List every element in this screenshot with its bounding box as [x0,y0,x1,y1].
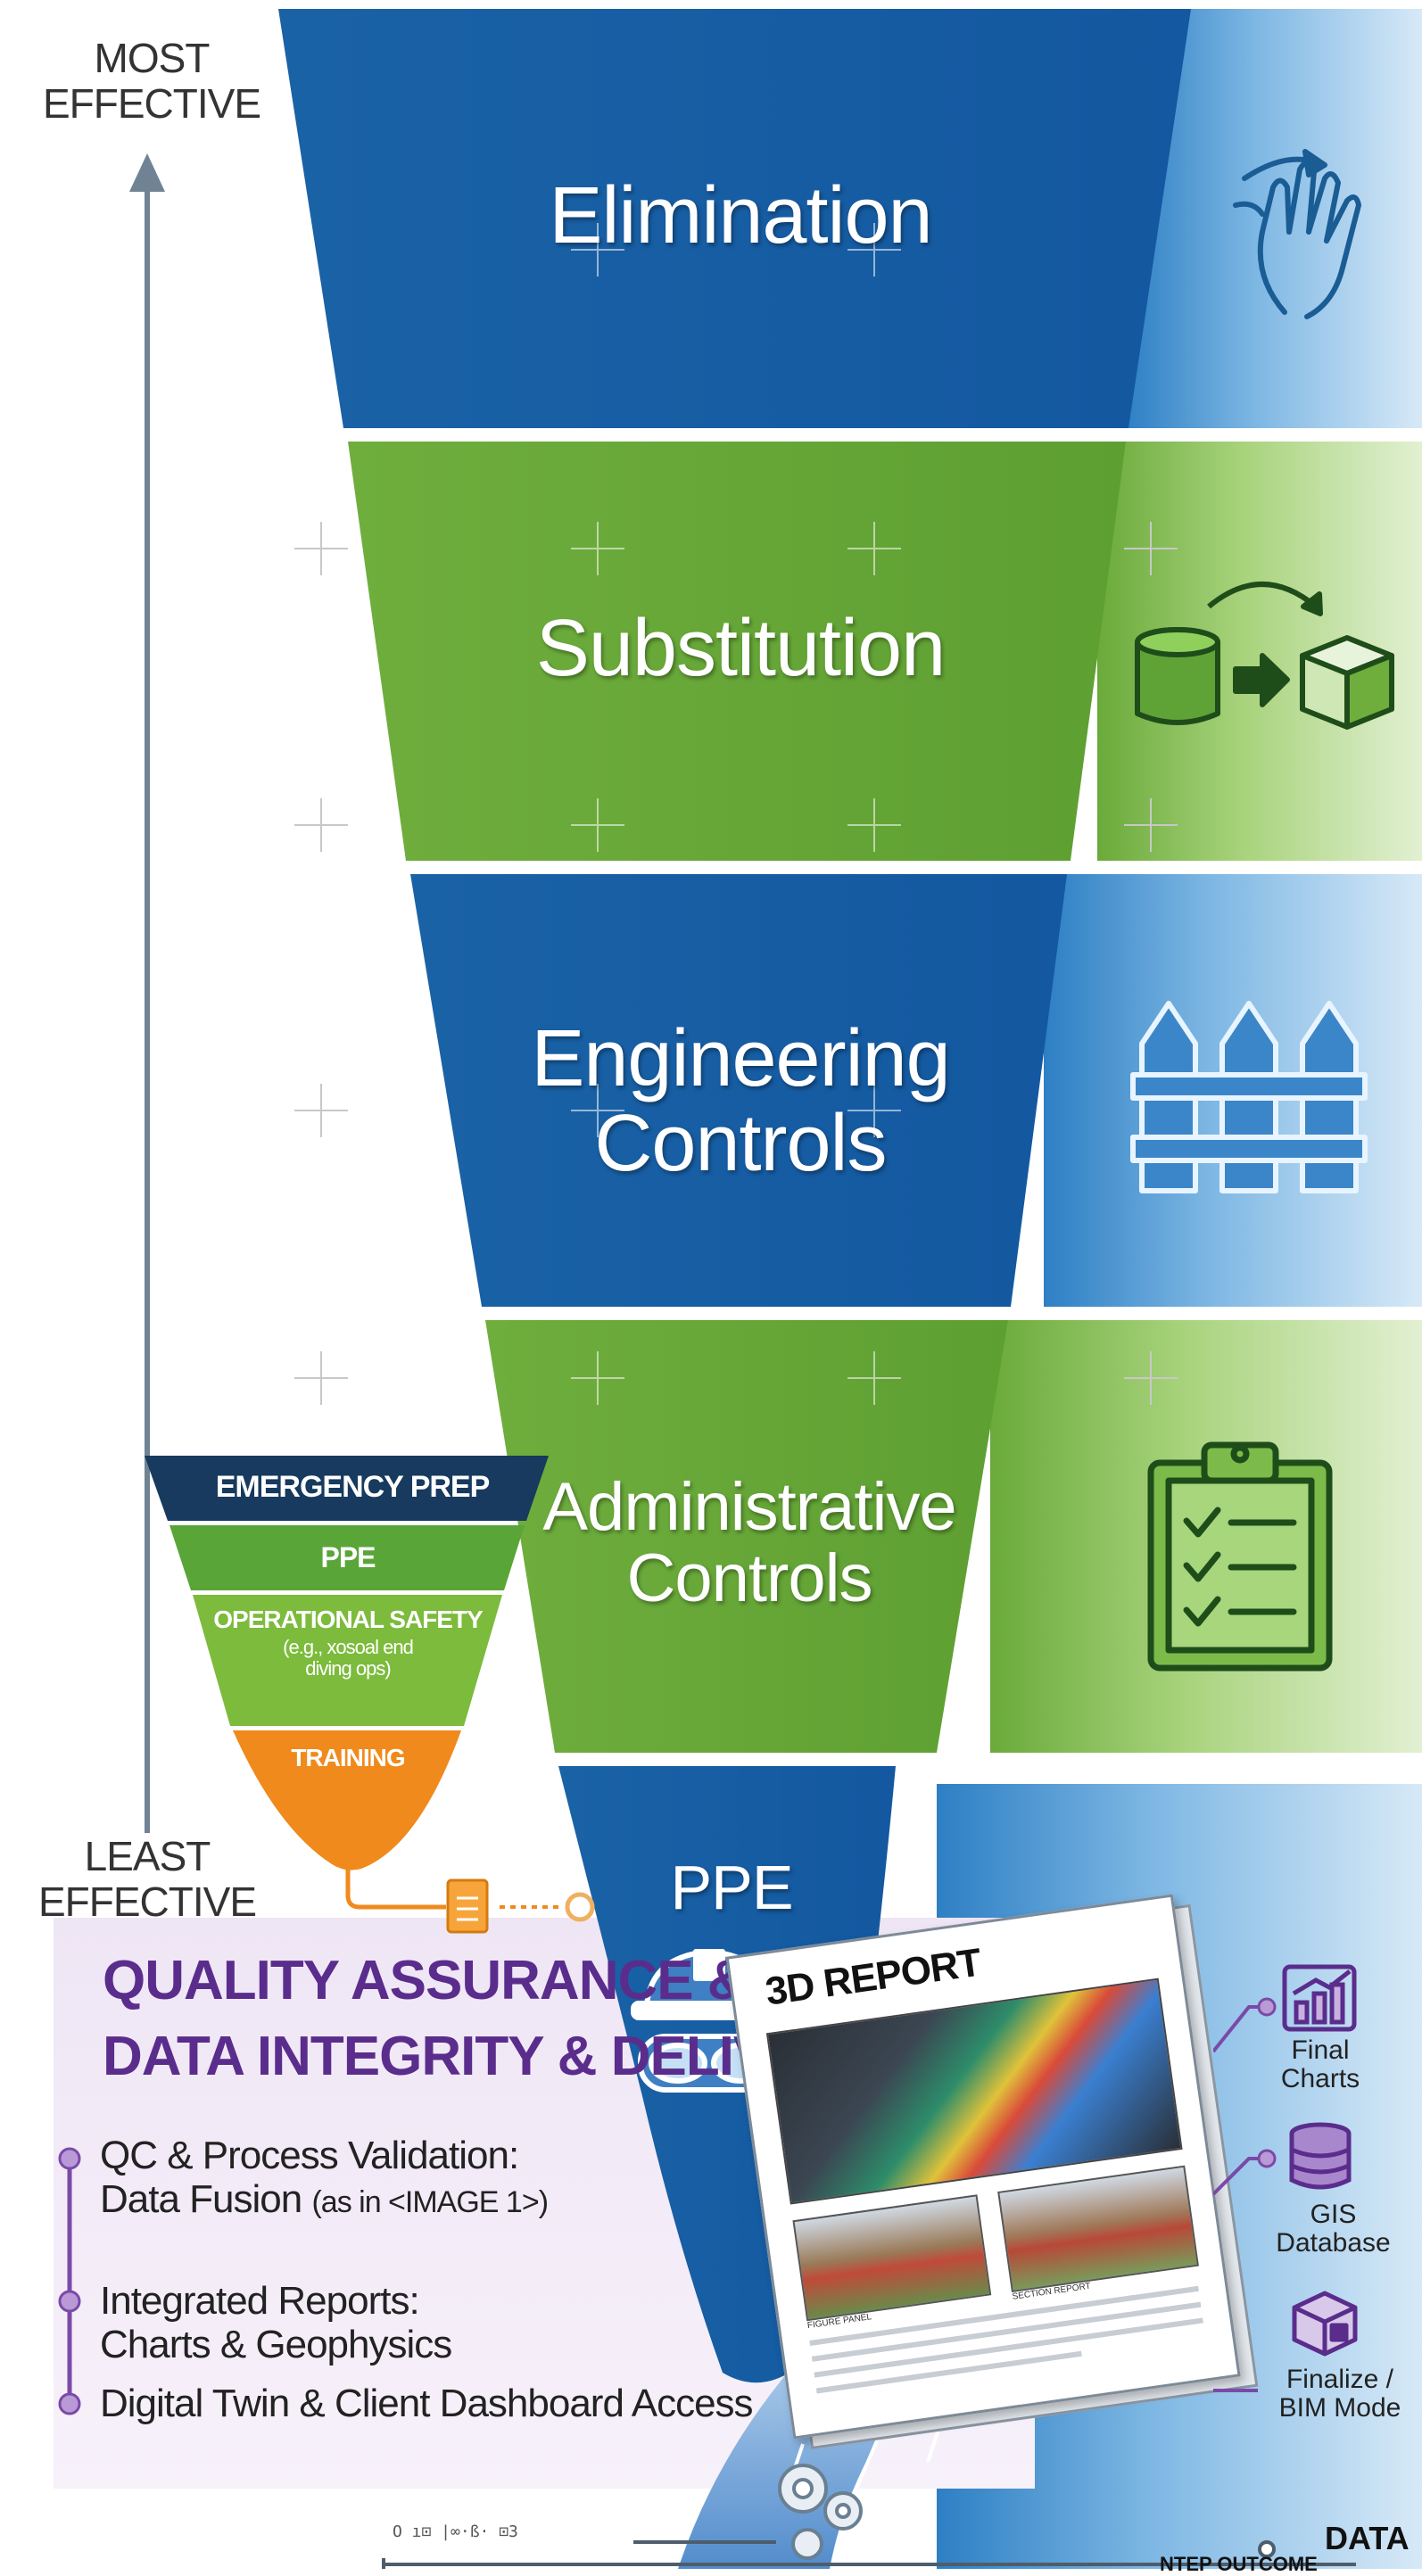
mini-label-ppe: PPE [320,1541,376,1573]
least-effective-label: LEAST EFFECTIVE [37,1833,257,1925]
report-section-left [792,2194,992,2322]
report-section-right [997,2165,1199,2292]
tier-label-substitution: Substitution [535,604,946,693]
report-document: 3D REPORT FIGURE PANEL SECTION REPORT [725,1893,1259,2452]
data-label: DATA [1325,2520,1410,2556]
sub-outcome-label: NTEP OUTCOME [1160,2553,1318,2575]
pipeline-text: O ı⊡ |∞·ß· ⊡3 [393,2522,518,2541]
hand-wave-icon [1233,149,1361,319]
tier-substitution [348,442,1126,861]
deliverable-label-gis: GIS Database [1276,2200,1391,2258]
database-icon [1289,2122,1352,2190]
qa-item-qc-note: (as in <IMAGE 1>) [311,2185,549,2220]
fence-icon [1130,1001,1368,1193]
qa-item-qc: QC & Process Validation: Data Fusion (as… [100,2134,549,2222]
grid-marks [571,223,901,1405]
mini-label-operational: OPERATIONAL SAFETY [213,1606,483,1633]
deliverables-connectors [1213,1997,1277,2392]
pipeline-line [382,2540,1356,2569]
tier-administrative [485,1320,1008,1753]
qa-item-reports: Integrated Reports: Charts & Geophysics [100,2279,452,2367]
tier-elimination [278,9,1191,428]
tier-label-elimination: Elimination [549,171,932,260]
tier-label-administrative: Administrative Controls [542,1469,956,1616]
clipboard-checklist-icon [1147,1441,1333,1672]
deliverable-label-charts: Final Charts [1280,2035,1360,2093]
qa-item-dashboard: Digital Twin & Client Dashboard Access [100,2382,754,2425]
bar-chart-icon [1282,1964,1357,2032]
mini-level-operational [193,1595,502,1726]
report-title: 3D REPORT [763,1940,984,2014]
grid-marks-left [294,522,1178,1405]
mini-label-training: TRAINING [291,1744,405,1771]
tier-engineering [410,874,1067,1307]
swap-cylinder-cube-icon [1135,582,1394,730]
deliverable-label-bim: Finalize / BIM Mode [1278,2365,1401,2423]
gears-icon [778,2464,863,2560]
tier-label-engineering: Engineering Controls [531,1014,950,1188]
bim-cube-icon [1292,2291,1358,2357]
qa-timeline [58,2147,81,2415]
effectiveness-arrow [129,153,165,1833]
most-effective-label: MOST EFFECTIVE [42,35,261,127]
mini-level-training [233,1730,461,1870]
mini-pyramid [145,1456,549,1870]
mini-sublabel-operational: (e.g., xosoal end diving ops) [283,1636,414,1680]
mini-label-emergency: EMERGENCY PREP [215,1470,491,1504]
mini-level-ppe [169,1525,525,1590]
mini-level-emergency [145,1456,549,1521]
connector-orange [345,1855,595,1934]
report-heatmap [765,1977,1183,2205]
tier-label-ppe: PPE [670,1853,793,1922]
